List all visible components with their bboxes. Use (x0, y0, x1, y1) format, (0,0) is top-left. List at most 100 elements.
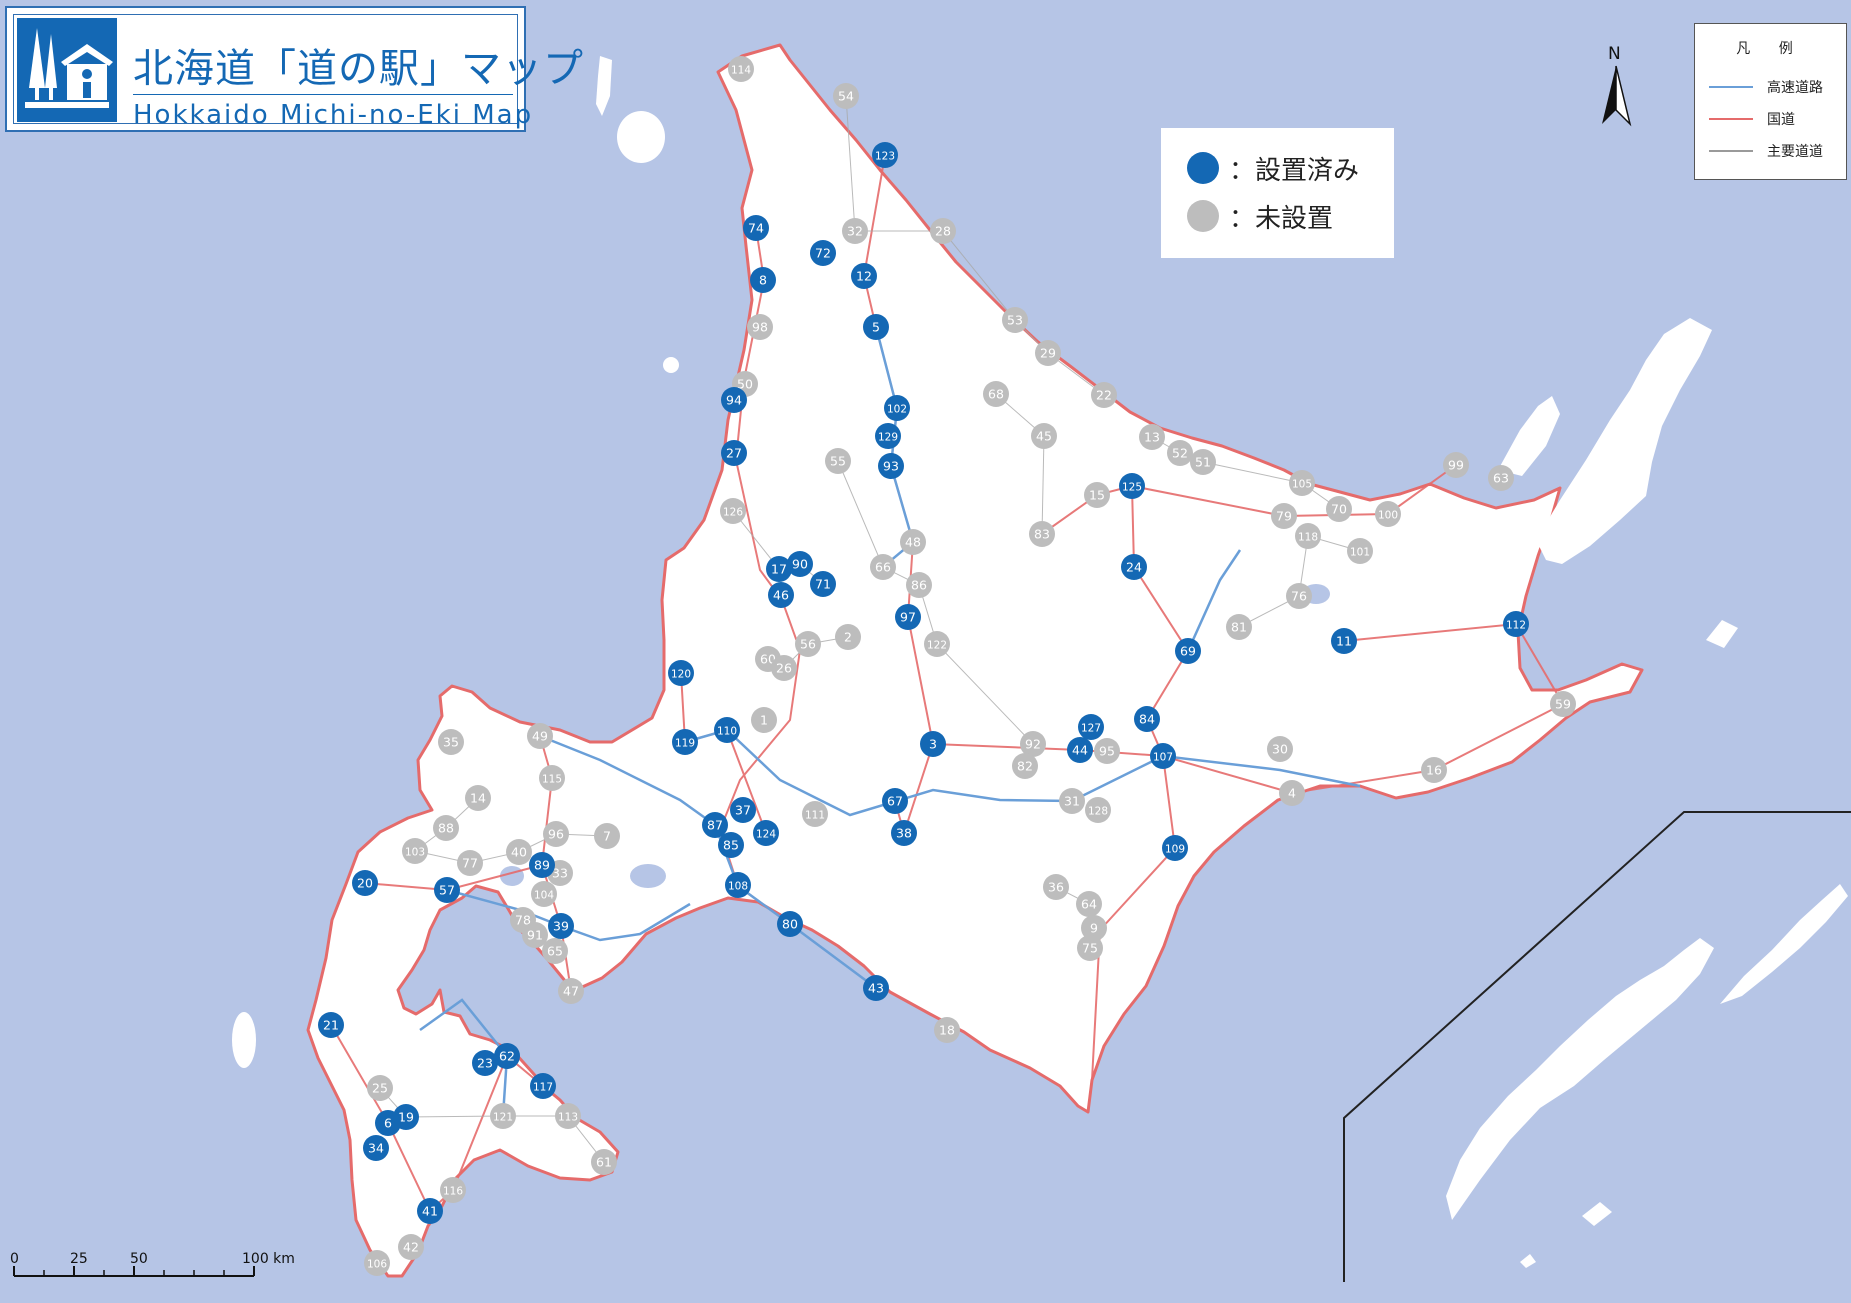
station-installed-72[interactable]: 72 (810, 240, 836, 266)
station-not-installed-100[interactable]: 100 (1375, 501, 1401, 527)
station-not-installed-76[interactable]: 76 (1286, 583, 1312, 609)
station-not-installed-36[interactable]: 36 (1043, 874, 1069, 900)
station-not-installed-53[interactable]: 53 (1002, 307, 1028, 333)
station-not-installed-16[interactable]: 16 (1421, 757, 1447, 783)
station-not-installed-82[interactable]: 82 (1012, 753, 1038, 779)
station-not-installed-113[interactable]: 113 (555, 1103, 581, 1129)
station-not-installed-81[interactable]: 81 (1226, 614, 1252, 640)
station-installed-38[interactable]: 38 (891, 820, 917, 846)
station-not-installed-42[interactable]: 42 (398, 1234, 424, 1260)
station-not-installed-114[interactable]: 114 (728, 56, 754, 82)
station-not-installed-116[interactable]: 116 (440, 1177, 466, 1203)
station-not-installed-30[interactable]: 30 (1267, 736, 1293, 762)
station-not-installed-64[interactable]: 64 (1076, 891, 1102, 917)
station-not-installed-49[interactable]: 49 (527, 723, 553, 749)
station-not-installed-79[interactable]: 79 (1271, 503, 1297, 529)
station-installed-27[interactable]: 27 (721, 440, 747, 466)
station-installed-3[interactable]: 3 (920, 731, 946, 757)
station-installed-62[interactable]: 62 (494, 1043, 520, 1069)
station-installed-97[interactable]: 97 (895, 604, 921, 630)
station-installed-110[interactable]: 110 (714, 717, 740, 743)
station-not-installed-54[interactable]: 54 (833, 83, 859, 109)
station-installed-125[interactable]: 125 (1119, 473, 1145, 499)
station-installed-37[interactable]: 37 (730, 797, 756, 823)
station-not-installed-121[interactable]: 121 (490, 1103, 516, 1129)
station-not-installed-25[interactable]: 25 (367, 1075, 393, 1101)
station-not-installed-14[interactable]: 14 (465, 785, 491, 811)
station-installed-67[interactable]: 67 (882, 788, 908, 814)
station-installed-127[interactable]: 127 (1078, 714, 1104, 740)
station-installed-124[interactable]: 124 (753, 820, 779, 846)
station-installed-85[interactable]: 85 (718, 832, 744, 858)
station-installed-24[interactable]: 24 (1121, 554, 1147, 580)
station-installed-8[interactable]: 8 (750, 267, 776, 293)
station-not-installed-55[interactable]: 55 (825, 448, 851, 474)
station-installed-44[interactable]: 44 (1067, 737, 1093, 763)
station-installed-74[interactable]: 74 (743, 215, 769, 241)
station-installed-119[interactable]: 119 (672, 729, 698, 755)
station-not-installed-48[interactable]: 48 (900, 529, 926, 555)
station-not-installed-88[interactable]: 88 (433, 815, 459, 841)
station-installed-89[interactable]: 89 (529, 852, 555, 878)
station-not-installed-104[interactable]: 104 (531, 881, 557, 907)
station-not-installed-31[interactable]: 31 (1059, 788, 1085, 814)
station-not-installed-103[interactable]: 103 (402, 838, 428, 864)
station-not-installed-51[interactable]: 51 (1190, 449, 1216, 475)
station-not-installed-126[interactable]: 126 (720, 498, 746, 524)
station-not-installed-68[interactable]: 68 (983, 381, 1009, 407)
station-installed-107[interactable]: 107 (1150, 743, 1176, 769)
station-not-installed-128[interactable]: 128 (1085, 797, 1111, 823)
station-installed-117[interactable]: 117 (530, 1073, 556, 1099)
station-not-installed-47[interactable]: 47 (558, 978, 584, 1004)
station-not-installed-95[interactable]: 95 (1094, 738, 1120, 764)
station-not-installed-4[interactable]: 4 (1279, 780, 1305, 806)
station-installed-90[interactable]: 90 (787, 551, 813, 577)
station-not-installed-18[interactable]: 18 (934, 1017, 960, 1043)
station-not-installed-7[interactable]: 7 (594, 823, 620, 849)
station-installed-102[interactable]: 102 (884, 395, 910, 421)
station-installed-46[interactable]: 46 (768, 582, 794, 608)
station-installed-69[interactable]: 69 (1175, 638, 1201, 664)
station-not-installed-105[interactable]: 105 (1289, 470, 1315, 496)
station-not-installed-98[interactable]: 98 (747, 314, 773, 340)
station-installed-123[interactable]: 123 (872, 142, 898, 168)
station-installed-93[interactable]: 93 (878, 453, 904, 479)
station-not-installed-28[interactable]: 28 (930, 218, 956, 244)
station-not-installed-106[interactable]: 106 (364, 1250, 390, 1276)
station-installed-109[interactable]: 109 (1162, 835, 1188, 861)
station-not-installed-99[interactable]: 99 (1443, 452, 1469, 478)
station-installed-43[interactable]: 43 (863, 975, 889, 1001)
station-installed-108[interactable]: 108 (725, 872, 751, 898)
station-installed-34[interactable]: 34 (363, 1135, 389, 1161)
station-installed-21[interactable]: 21 (318, 1012, 344, 1038)
station-not-installed-13[interactable]: 13 (1139, 424, 1165, 450)
station-not-installed-32[interactable]: 32 (842, 218, 868, 244)
station-installed-80[interactable]: 80 (777, 911, 803, 937)
station-not-installed-35[interactable]: 35 (438, 729, 464, 755)
station-not-installed-122[interactable]: 122 (924, 631, 950, 657)
station-not-installed-75[interactable]: 75 (1077, 935, 1103, 961)
station-not-installed-86[interactable]: 86 (906, 572, 932, 598)
station-not-installed-22[interactable]: 22 (1091, 382, 1117, 408)
station-installed-17[interactable]: 17 (766, 556, 792, 582)
station-installed-84[interactable]: 84 (1134, 706, 1160, 732)
station-not-installed-29[interactable]: 29 (1035, 340, 1061, 366)
station-installed-23[interactable]: 23 (472, 1050, 498, 1076)
station-not-installed-83[interactable]: 83 (1029, 521, 1055, 547)
station-installed-94[interactable]: 94 (721, 387, 747, 413)
station-installed-87[interactable]: 87 (702, 812, 728, 838)
station-installed-112[interactable]: 112 (1503, 611, 1529, 637)
station-not-installed-15[interactable]: 15 (1084, 482, 1110, 508)
station-installed-11[interactable]: 11 (1331, 628, 1357, 654)
station-not-installed-96[interactable]: 96 (543, 821, 569, 847)
station-not-installed-61[interactable]: 61 (591, 1149, 617, 1175)
station-not-installed-2[interactable]: 2 (835, 624, 861, 650)
station-not-installed-1[interactable]: 1 (751, 707, 777, 733)
station-not-installed-59[interactable]: 59 (1550, 691, 1576, 717)
station-installed-57[interactable]: 57 (434, 877, 460, 903)
station-not-installed-111[interactable]: 111 (802, 801, 828, 827)
station-not-installed-9[interactable]: 9 (1081, 915, 1107, 941)
station-installed-20[interactable]: 20 (352, 870, 378, 896)
station-not-installed-26[interactable]: 26 (771, 655, 797, 681)
station-installed-12[interactable]: 12 (851, 263, 877, 289)
